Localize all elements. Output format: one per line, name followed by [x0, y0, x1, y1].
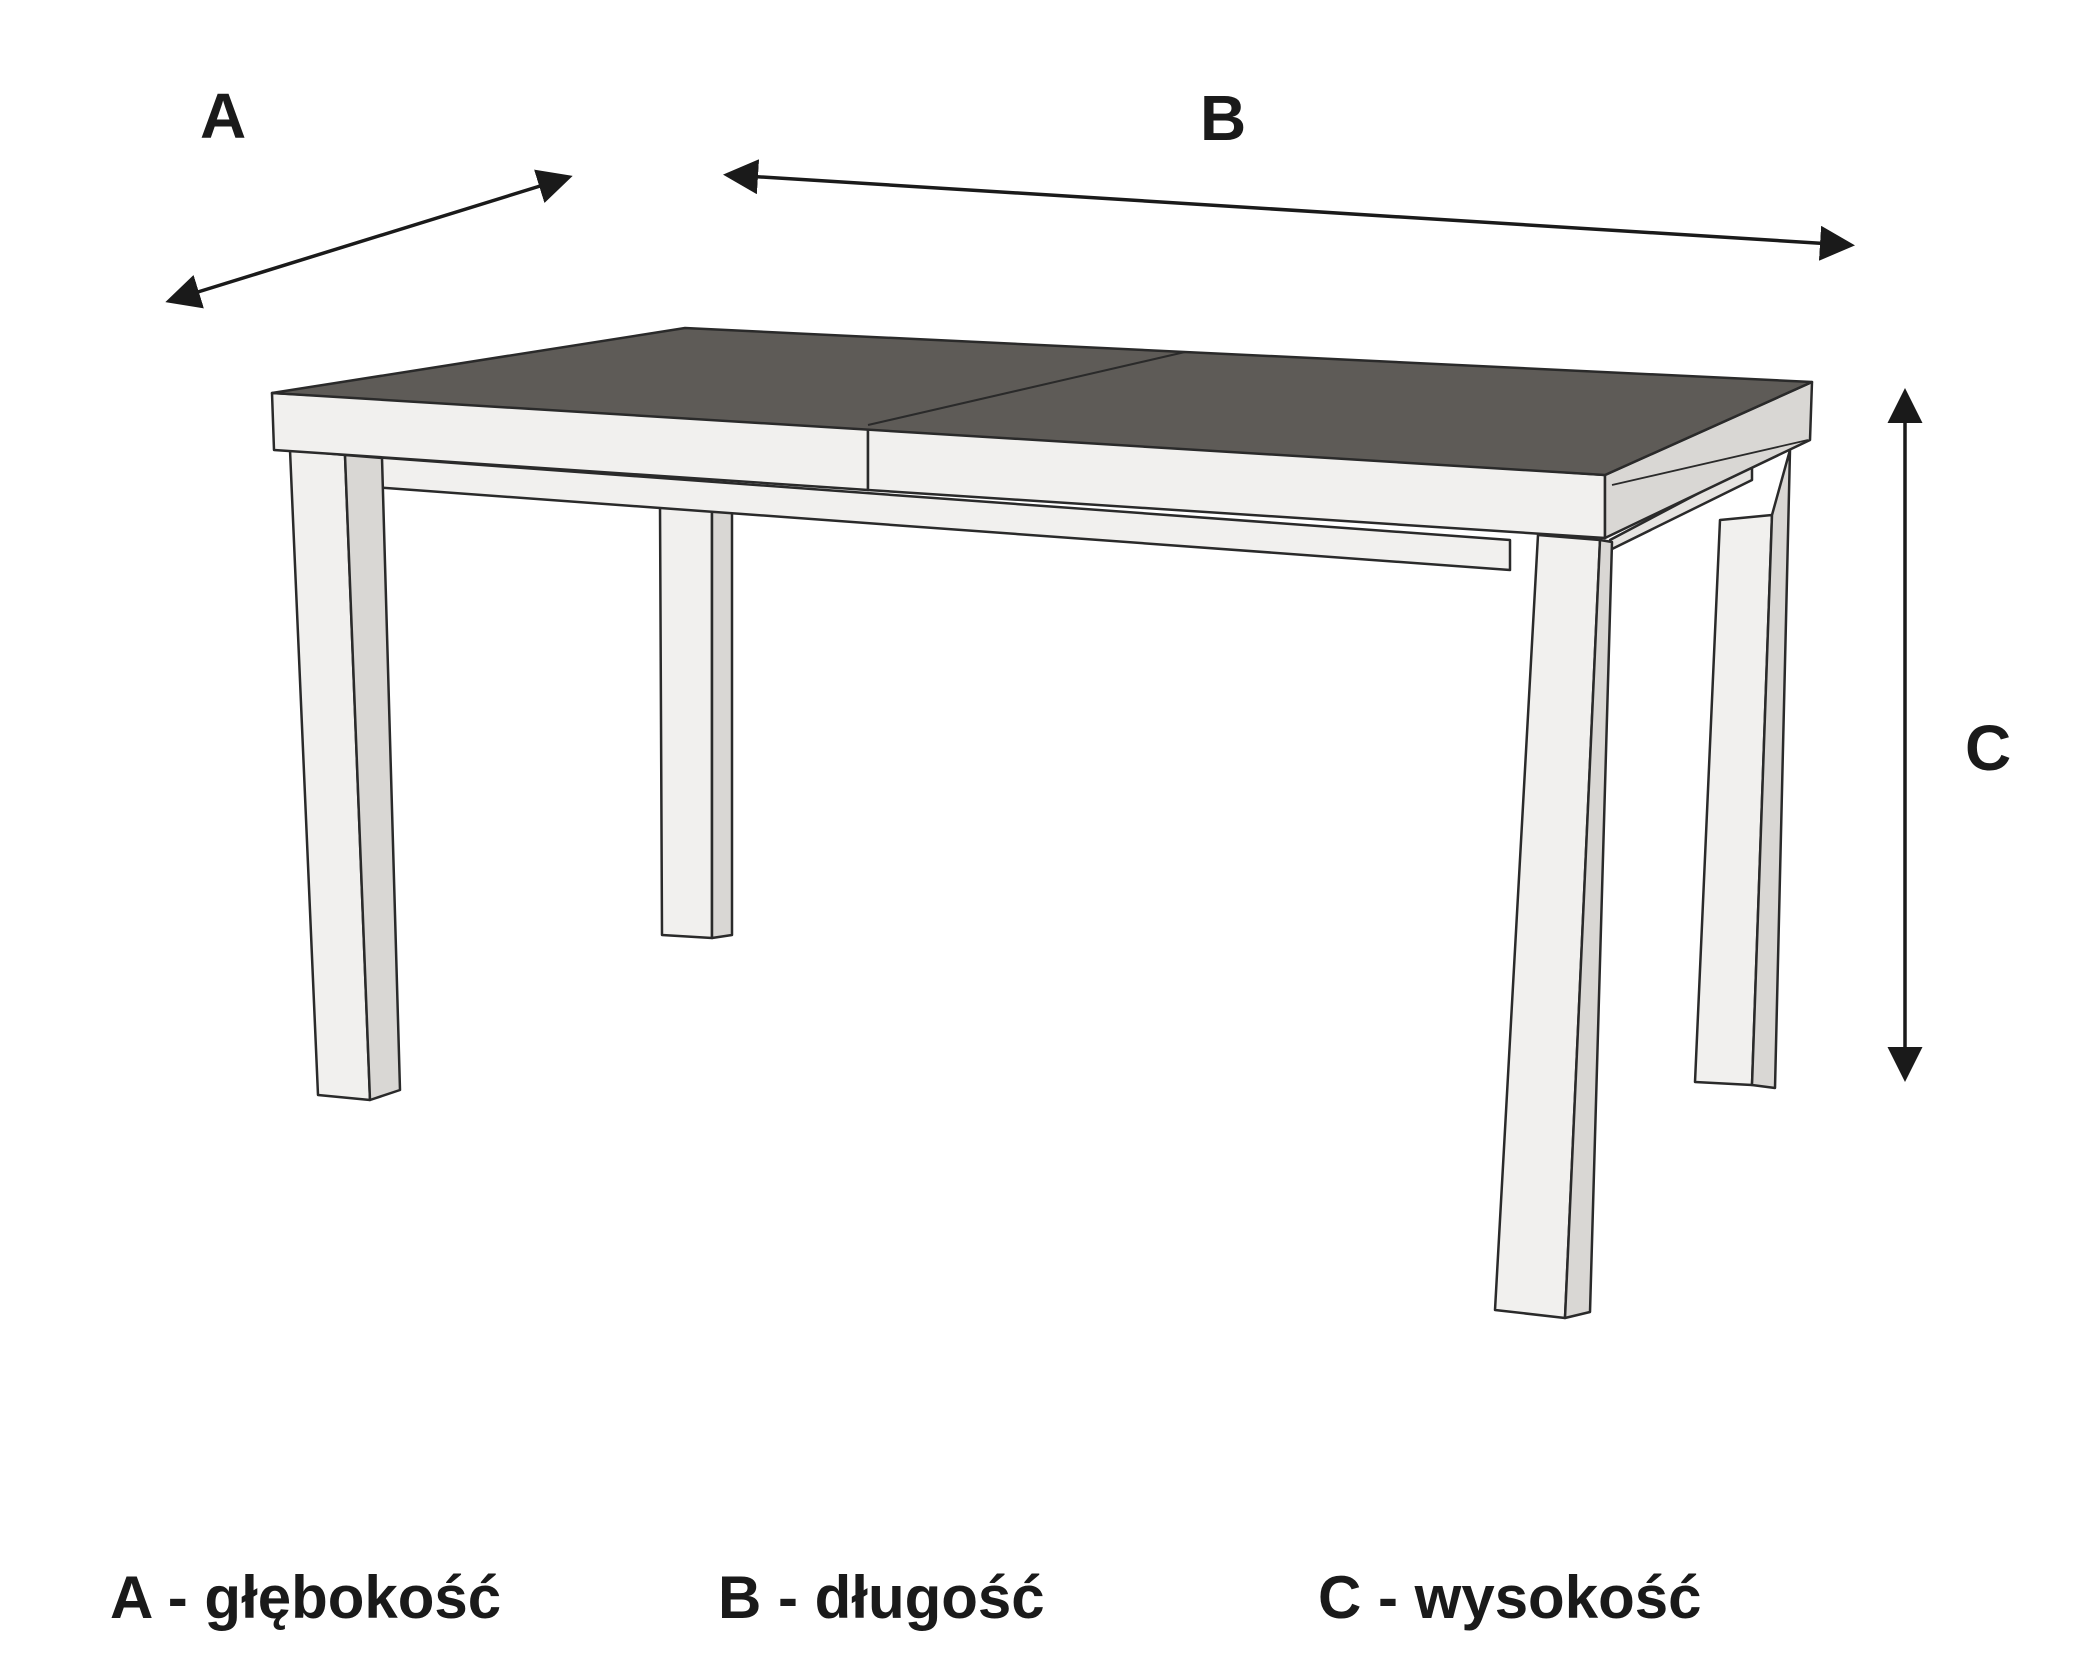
extension-leaf-seam-side — [1611, 439, 1809, 486]
table — [270, 326, 1814, 1320]
extension-leaf-seam-top — [867, 351, 1186, 426]
legend-depth: A - głębokość — [110, 1564, 502, 1631]
depth-label: A — [200, 80, 246, 152]
depth-arrow — [165, 169, 573, 309]
legend-length: B - długość — [718, 1564, 1045, 1631]
tabletop-surface — [270, 326, 1814, 477]
table-leg-back-left — [658, 503, 734, 940]
table-leg-back-right — [1693, 448, 1792, 1090]
length-arrow — [723, 159, 1855, 261]
table-leg-front-right — [1493, 533, 1614, 1320]
legend-height: C - wysokość — [1318, 1564, 1702, 1631]
height-label: C — [1965, 712, 2011, 784]
length-label: B — [1200, 82, 1246, 154]
table-leg-front-left — [288, 448, 402, 1102]
